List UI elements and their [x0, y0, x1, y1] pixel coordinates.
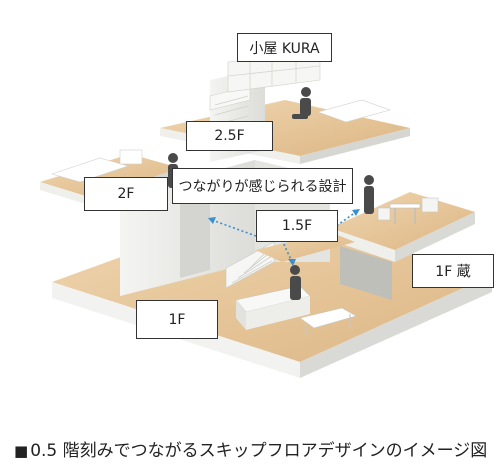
label-connection-design: つながりが感じられる設計: [172, 168, 353, 204]
label-floor-1-5f: 1.5F: [256, 210, 338, 242]
floor-1-5f-right-platform: [330, 192, 475, 300]
label-floor-2f: 2F: [84, 177, 168, 211]
skip-floor-house-illustration: [40, 51, 492, 378]
figure-caption: ■0.5 階刻みでつながるスキップフロアデザインのイメージ図: [14, 436, 487, 461]
label-floor-1f-storage: 1F 蔵: [412, 254, 494, 288]
central-stairs: [225, 241, 275, 289]
label-kura: 小屋 KURA: [237, 33, 332, 62]
connection-arrows: [211, 211, 357, 263]
person-1f-sofa: [290, 265, 301, 300]
label-floor-2-5f: 2.5F: [186, 121, 273, 151]
loft-kura: [227, 51, 321, 93]
caption-text: 0.5 階刻みでつながるスキップフロアデザインのイメージ図: [30, 441, 488, 461]
arrow-heads: [208, 209, 360, 266]
caption-marker: ■: [14, 442, 29, 460]
arrow-left: [211, 219, 257, 237]
person-1-5f-right: [364, 175, 374, 214]
label-floor-1f: 1F: [136, 300, 218, 339]
person-loft-reading: [292, 87, 311, 119]
